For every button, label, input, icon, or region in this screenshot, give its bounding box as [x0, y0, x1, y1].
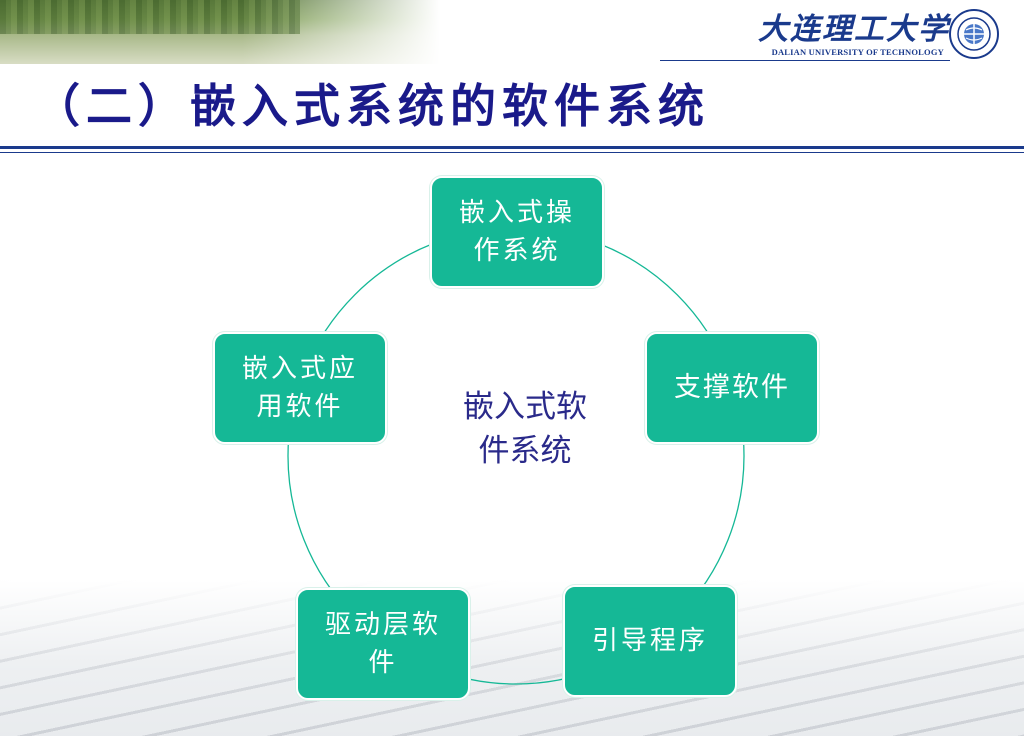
background-keyboard-fade — [0, 580, 1024, 736]
university-logo-subtitle: DALIAN UNIVERSITY OF TECHNOLOGY — [771, 47, 944, 57]
banner-trees — [0, 0, 300, 34]
node-embedded-application: 嵌入式应 用软件 — [213, 332, 387, 444]
node-driver-software: 驱动层软 件 — [296, 588, 470, 700]
center-label: 嵌入式软 件系统 — [463, 389, 587, 469]
page-title: （二）嵌入式系统的软件系统 — [34, 79, 710, 133]
node-bootloader: 引导程序 — [563, 585, 737, 697]
node-support-software: 支撑软件 — [645, 332, 819, 444]
node-embedded-os: 嵌入式操 作系统 — [430, 176, 604, 288]
university-seal-icon — [949, 9, 999, 59]
title-divider-thin — [0, 152, 1024, 153]
title-divider-thick — [0, 146, 1024, 149]
logo-underline — [660, 60, 950, 61]
header-photo-banner — [0, 0, 440, 64]
university-logo-text: 大连理工大学 — [758, 12, 950, 47]
